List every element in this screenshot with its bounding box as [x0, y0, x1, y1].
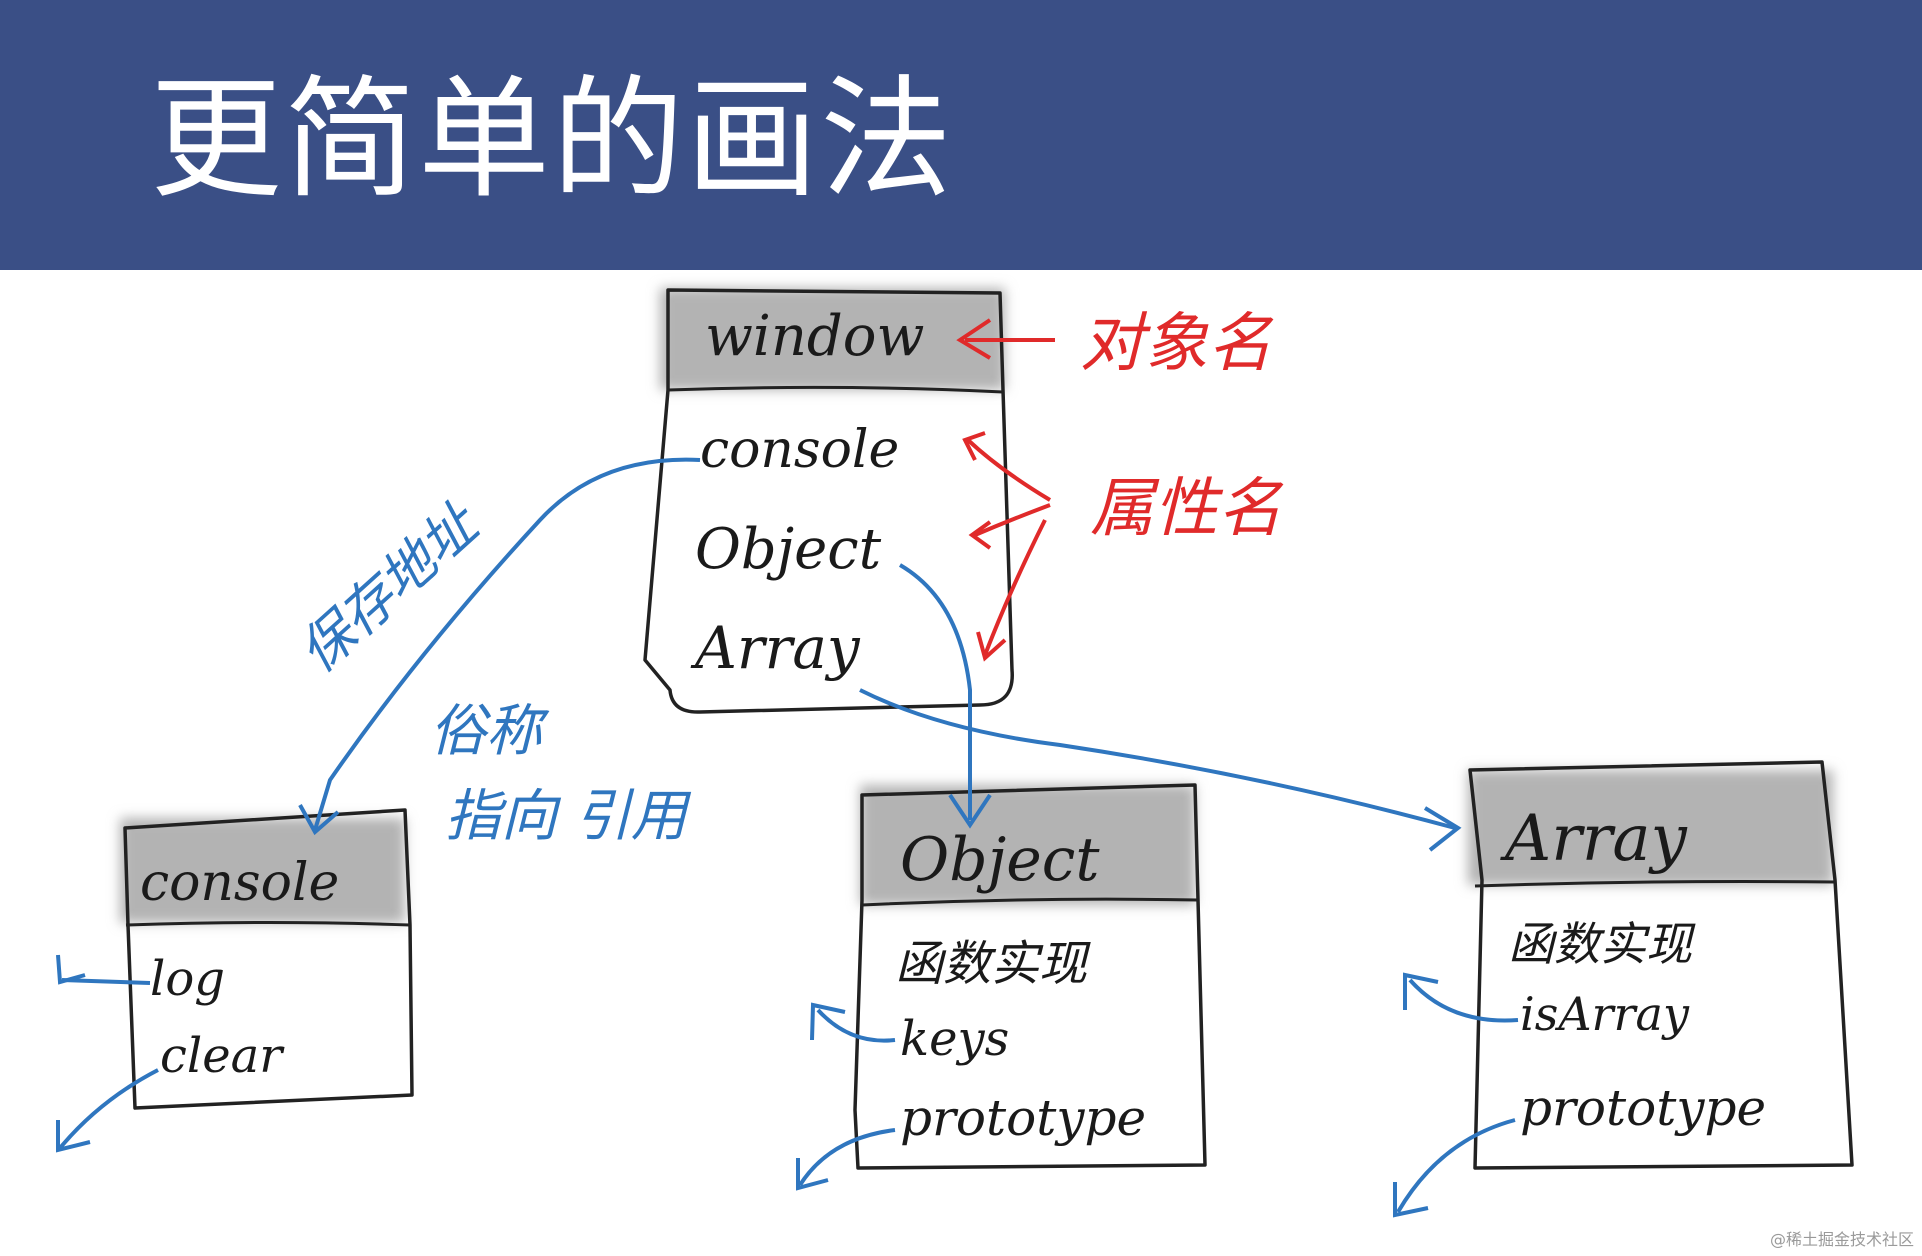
window-field-array: Array [690, 614, 861, 682]
object-field-prototype: prototype [900, 1089, 1146, 1147]
console-box-title: console [140, 853, 339, 913]
log-out-arrow [61, 978, 151, 985]
console-field-log: log [150, 951, 225, 1007]
object-box: Object 函数实现 keys prototype [853, 783, 1207, 1170]
slide-header: 更简单的画法 [0, 0, 1922, 270]
array-box-header-shade [1468, 770, 1833, 885]
console-field-clear: clear [160, 1028, 285, 1084]
keys-out-arrow-head [810, 1002, 846, 1041]
slide-title: 更简单的画法 [150, 63, 954, 217]
link-array [859, 688, 1456, 830]
array-field-isarray: isArray [1520, 987, 1690, 1041]
property-name-label: 属性名 [1090, 472, 1284, 546]
property-arrow-object [974, 503, 1051, 537]
object-field-keys: keys [900, 1011, 1009, 1067]
array-box-outline [1468, 760, 1854, 1170]
object-name-label: 对象名 [1080, 307, 1274, 381]
object-box-title: Object [900, 825, 1100, 895]
window-field-object: Object [695, 517, 882, 582]
array-box-divider [1474, 880, 1836, 888]
console-box-header-shade [120, 818, 405, 923]
link-console [313, 457, 701, 831]
link-object-head [948, 793, 992, 829]
object-box-outline [853, 783, 1207, 1170]
arr-prototype-out-arrow [1396, 1118, 1516, 1214]
red-annotations: 对象名 属性名 [956, 307, 1284, 662]
property-arrow-array [983, 519, 1047, 656]
window-box-title: window [705, 304, 924, 369]
window-box-header-shade [660, 288, 1005, 390]
isarray-out-arrow-head [1403, 972, 1439, 1010]
arr-prototype-out-arrow-head [1393, 1182, 1429, 1218]
object-box-header-shade [860, 785, 1195, 905]
console-box: console log clear [120, 808, 414, 1110]
console-box-divider [125, 921, 411, 927]
window-box: window console Object Array [643, 288, 1014, 714]
object-field-impl: 函数实现 [895, 936, 1091, 992]
link-array-head [1423, 806, 1462, 852]
window-field-console: console [700, 420, 899, 480]
alias-label: 俗称 [430, 699, 550, 764]
clear-out-arrow-head [56, 1120, 91, 1153]
obj-prototype-out-arrow [798, 1128, 896, 1187]
object-box-divider [861, 897, 1199, 907]
isarray-out-arrow [1408, 978, 1519, 1023]
array-box: Array 函数实现 isArray prototype [1468, 760, 1854, 1170]
array-box-title: Array [1500, 802, 1688, 876]
points-to-reference-label: 指向 引用 [445, 784, 692, 849]
property-arrow-console [966, 438, 1052, 502]
save-address-label: 保存地址 [287, 491, 493, 685]
object-name-arrow-head [956, 318, 992, 360]
array-field-prototype: prototype [1520, 1079, 1766, 1137]
link-console-head [298, 804, 340, 836]
property-arrow-console-head [962, 431, 986, 461]
property-arrow-array-head [976, 631, 1007, 662]
array-field-impl: 函数实现 [1508, 917, 1696, 971]
link-object [898, 563, 972, 820]
log-out-arrow-head [56, 954, 86, 985]
window-box-divider [667, 385, 1004, 394]
property-arrow-object-head [968, 520, 992, 550]
obj-prototype-out-arrow-head [796, 1158, 829, 1191]
keys-out-arrow [816, 1008, 896, 1043]
window-box-outline [643, 288, 1014, 714]
watermark: @稀土掘金技术社区 [1769, 1230, 1914, 1249]
clear-out-arrow [58, 1068, 159, 1150]
